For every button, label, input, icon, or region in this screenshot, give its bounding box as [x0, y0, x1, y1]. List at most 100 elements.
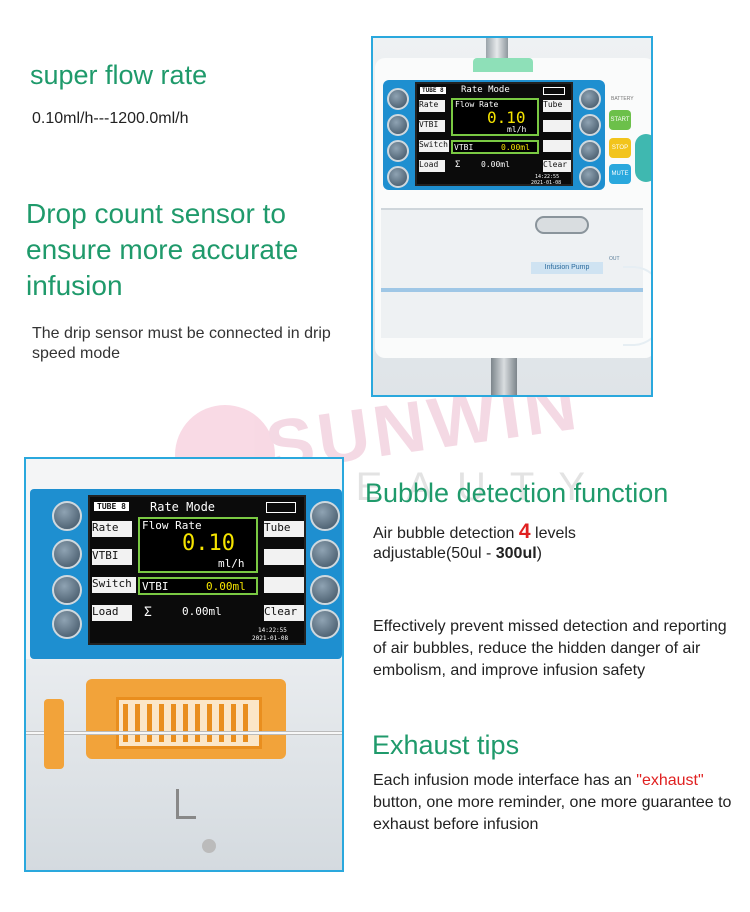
soft-key-vtbi[interactable] — [387, 114, 409, 136]
bubble-line2-bold: 300ul — [495, 545, 537, 562]
screen-btn-load[interactable]: Load — [92, 605, 132, 621]
pump-screen-bottom: TUBE 8 Rate Mode Rate VTBI Switch Load T… — [88, 495, 306, 645]
vtbi-label: VTBI — [142, 580, 169, 593]
soft-key-rate[interactable] — [387, 88, 409, 110]
bubble-line1-suffix: levels — [530, 525, 576, 542]
screen-time: 14:22:55 — [258, 627, 287, 634]
vtbi-box: VTBI 0.00ml — [138, 577, 258, 595]
soft-key-switch[interactable] — [52, 575, 82, 605]
infusion-pump-photo-top: TUBE 8 Rate Mode Rate VTBI Switch Load T… — [371, 36, 653, 397]
screen-btn-switch[interactable]: Switch — [92, 577, 136, 593]
sum-symbol: Σ — [455, 160, 461, 170]
screen-date: 2021-01-08 — [531, 180, 562, 186]
soft-key-load[interactable] — [52, 609, 82, 639]
flow-rate-unit: ml/h — [218, 557, 245, 570]
soft-key-right-2[interactable] — [579, 114, 601, 136]
vtbi-value: 0.00ml — [501, 143, 530, 152]
soft-key-right-2[interactable] — [310, 539, 340, 569]
pump-door — [381, 208, 643, 338]
brand-label: Infusion Pump — [531, 262, 603, 274]
bubble-levels-text: Air bubble detection 4 levels adjustable… — [373, 520, 576, 564]
screen-btn-load[interactable]: Load — [419, 160, 445, 172]
bubble-levels-line: Air bubble detection 4 levels — [373, 520, 576, 544]
pump-handle — [473, 58, 533, 72]
battery-icon — [266, 502, 296, 513]
soft-key-rate[interactable] — [52, 501, 82, 531]
screen-btn-vtbi[interactable]: VTBI — [92, 549, 132, 565]
bubble-line2-suffix: ) — [536, 545, 542, 562]
soft-key-switch[interactable] — [387, 140, 409, 162]
flow-rate-heading: super flow rate — [30, 60, 208, 90]
screen-btn-right-3[interactable] — [543, 140, 571, 152]
flow-rate-label: Flow Rate — [142, 519, 202, 532]
screen-btn-right-3[interactable] — [264, 577, 304, 593]
bubble-range-line: adjustable(50ul - 300ul) — [373, 544, 576, 564]
screen-btn-rate[interactable]: Rate — [92, 521, 132, 537]
exhaust-prefix: Each infusion mode interface has an — [373, 772, 637, 789]
vtbi-value: 0.00ml — [206, 580, 246, 593]
sum-symbol: Σ — [144, 605, 152, 620]
sum-value: 0.00ml — [182, 605, 222, 618]
flow-rate-label: Flow Rate — [455, 100, 499, 109]
soft-key-load[interactable] — [387, 166, 409, 188]
tube-channel — [381, 288, 643, 292]
soft-key-tube[interactable] — [579, 88, 601, 110]
door-hook — [176, 789, 196, 819]
screen-btn-tube[interactable]: Tube — [264, 521, 304, 537]
mute-key[interactable]: MUTE — [609, 164, 631, 184]
pole-top — [486, 38, 508, 58]
bubble-level-count: 4 — [518, 520, 531, 543]
flow-rate-unit: ml/h — [507, 125, 527, 134]
drop-sensor-heading: Drop count sensor to ensure more accurat… — [26, 198, 299, 301]
bubble-line1-prefix: Air bubble detection — [373, 525, 519, 542]
soft-key-clear[interactable] — [310, 609, 340, 639]
iv-tube — [623, 266, 651, 346]
soft-key-vtbi[interactable] — [52, 539, 82, 569]
exhaust-suffix: button, one more reminder, one more guar… — [373, 794, 732, 833]
vtbi-box: VTBI 0.00ml — [451, 140, 539, 154]
sum-value: 0.00ml — [481, 160, 510, 169]
peristaltic-fingers — [116, 697, 262, 749]
screen-btn-clear[interactable]: Clear — [543, 160, 571, 172]
door-latch[interactable] — [535, 216, 589, 234]
flow-rate-box: Flow Rate 0.10 ml/h — [138, 517, 258, 573]
exhaust-highlight: "exhaust" — [636, 772, 704, 789]
screw — [202, 839, 216, 853]
battery-icon — [543, 87, 565, 95]
screen-btn-right-2[interactable] — [264, 549, 304, 565]
soft-key-right-3[interactable] — [310, 575, 340, 605]
soft-key-clear[interactable] — [579, 166, 601, 188]
tube-clip-left[interactable] — [44, 699, 64, 769]
mode-title: Rate Mode — [461, 85, 510, 95]
out-label: OUT — [609, 256, 620, 262]
bubble-line2-prefix: adjustable(50ul - — [373, 545, 496, 562]
infusion-pump-photo-bottom: TUBE 8 Rate Mode Rate VTBI Switch Load T… — [24, 457, 344, 872]
stop-key[interactable]: STOP — [609, 138, 631, 158]
flow-rate-box: Flow Rate 0.10 ml/h — [451, 98, 539, 136]
flow-rate-value: 0.10 — [487, 108, 526, 127]
tube-badge: TUBE 8 — [420, 87, 446, 94]
exhaust-tips-text: Each infusion mode interface has an "exh… — [373, 770, 743, 836]
flow-rate-range: 0.10ml/h---1200.0ml/h — [32, 110, 189, 127]
screen-btn-clear[interactable]: Clear — [264, 605, 304, 621]
bubble-detection-heading: Bubble detection function — [365, 478, 669, 508]
flow-rate-value: 0.10 — [182, 531, 235, 556]
screen-btn-right-2[interactable] — [543, 120, 571, 132]
screen-btn-switch[interactable]: Switch — [419, 140, 449, 152]
screen-btn-rate[interactable]: Rate — [419, 100, 445, 112]
exhaust-tips-heading: Exhaust tips — [372, 730, 520, 760]
iv-tube — [26, 731, 342, 735]
side-knob[interactable] — [635, 134, 651, 182]
soft-key-right-3[interactable] — [579, 140, 601, 162]
mode-title: Rate Mode — [150, 500, 216, 514]
finger-row — [123, 704, 255, 742]
start-key[interactable]: START — [609, 110, 631, 130]
screen-date: 2021-01-08 — [252, 635, 289, 642]
drip-sensor-note: The drip sensor must be connected in dri… — [32, 325, 331, 362]
battery-label: BATTERY — [611, 96, 634, 102]
pump-screen-top: TUBE 8 Rate Mode Rate VTBI Switch Load T… — [415, 82, 573, 186]
screen-btn-tube[interactable]: Tube — [543, 100, 571, 112]
soft-key-tube[interactable] — [310, 501, 340, 531]
screen-btn-vtbi[interactable]: VTBI — [419, 120, 445, 132]
tube-badge: TUBE 8 — [94, 502, 129, 511]
